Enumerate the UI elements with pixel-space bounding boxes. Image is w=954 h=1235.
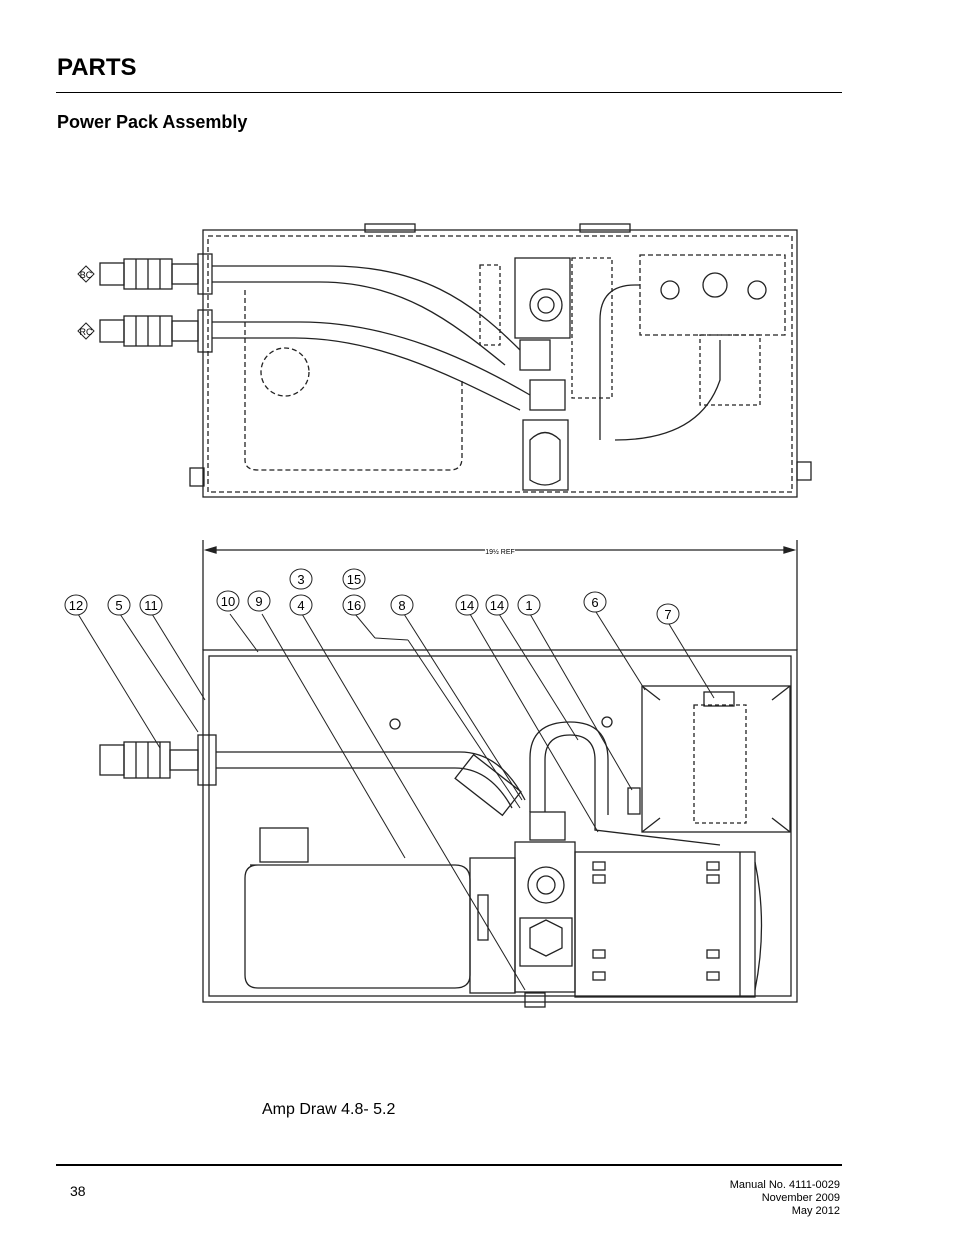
- callout-9: 9: [255, 594, 262, 609]
- callout-leaders: [77, 611, 715, 991]
- port-labels: [77, 265, 95, 340]
- top-view: [99, 223, 812, 498]
- revision-date-2: May 2012: [791, 1205, 840, 1217]
- callout-12: 12: [69, 598, 83, 613]
- callout-8: 8: [398, 598, 405, 613]
- revision-date-1: November 2009: [761, 1192, 840, 1204]
- footer-manual-info: Manual No. 4111-0029 November 2009 May 2…: [730, 1179, 840, 1218]
- footer-rule: [56, 1164, 842, 1166]
- side-view: [99, 540, 798, 1008]
- callout-6: 6: [591, 595, 598, 610]
- callout-7: 7: [664, 607, 671, 622]
- port-label-rc: RC: [80, 327, 93, 337]
- callout-5: 5: [115, 598, 122, 613]
- callout-16: 16: [347, 598, 361, 613]
- callout-15: 15: [347, 572, 361, 587]
- header-rule: [56, 92, 842, 93]
- port-label-bc: BC: [80, 270, 93, 280]
- callout-11: 11: [144, 598, 158, 613]
- callout-14b: 14: [490, 598, 504, 613]
- callout-14a: 14: [460, 598, 474, 613]
- callout-10: 10: [221, 594, 235, 609]
- callout-1: 1: [525, 598, 532, 613]
- callout-3: 3: [297, 572, 304, 587]
- page-section-title: PARTS: [57, 54, 137, 81]
- page-number: 38: [70, 1183, 86, 1199]
- manual-number: Manual No. 4111-0029: [729, 1179, 840, 1191]
- assembly-title: Power Pack Assembly: [57, 112, 248, 132]
- callouts: 12 5 11 10 9 3 4 15 16 8 14 14 1 6 7: [64, 568, 680, 625]
- amp-draw-caption: Amp Draw 4.8- 5.2: [262, 1101, 396, 1118]
- callout-4: 4: [297, 598, 304, 613]
- dimension-label: 19½ REF: [485, 548, 515, 556]
